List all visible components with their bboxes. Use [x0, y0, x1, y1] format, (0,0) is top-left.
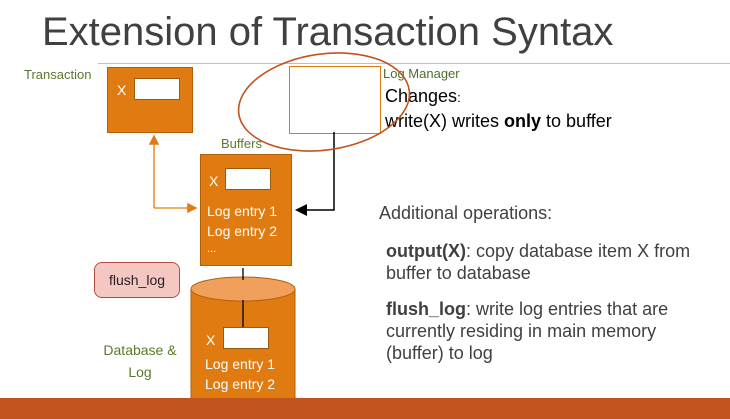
title-divider [98, 63, 730, 64]
buffers-slot [225, 168, 271, 190]
changes-heading: Changes: [385, 86, 461, 106]
log-manager-box [289, 66, 381, 134]
buffers-log-entry-1: Log entry 1 [207, 203, 278, 219]
buffers-slot-label: X [209, 173, 219, 189]
bottom-bar [0, 398, 730, 419]
database-label: Database & Log [103, 342, 177, 380]
flush-log-callout: flush_log [94, 262, 180, 298]
page-title: Extension of Transaction Syntax [42, 10, 614, 54]
buffers-ellipsis: ... [207, 243, 217, 255]
transaction-slot-label: X [117, 82, 127, 98]
highlight-circle [237, 52, 411, 152]
buffers-box: X Log entry 1 Log entry 2 ... [200, 154, 292, 266]
transaction-label: Transaction [24, 67, 92, 82]
buffers-log-entry-2: Log entry 2 [207, 223, 278, 239]
log-manager-arrow [295, 132, 335, 216]
transaction-box: X [107, 67, 193, 133]
operations-heading: Additional operations: [379, 203, 553, 223]
database-slot [223, 327, 269, 349]
transaction-slot [134, 78, 180, 100]
database-log-entry-2: Log entry 2 [205, 376, 276, 392]
log-manager-label: Log Manager [383, 66, 460, 81]
operation-flush-log: flush_log: write log entries that are cu… [386, 299, 669, 363]
database-log-entry-1: Log entry 1 [205, 356, 276, 372]
database-ellipsis: ... [207, 391, 217, 403]
changes-line: write(X) writes only to buffer [385, 111, 612, 131]
database-slot-label: X [206, 332, 216, 348]
operation-output: output(X): copy database item X from buf… [386, 241, 691, 283]
buffers-label: Buffers [221, 136, 262, 151]
transaction-buffer-arrow [148, 134, 198, 214]
